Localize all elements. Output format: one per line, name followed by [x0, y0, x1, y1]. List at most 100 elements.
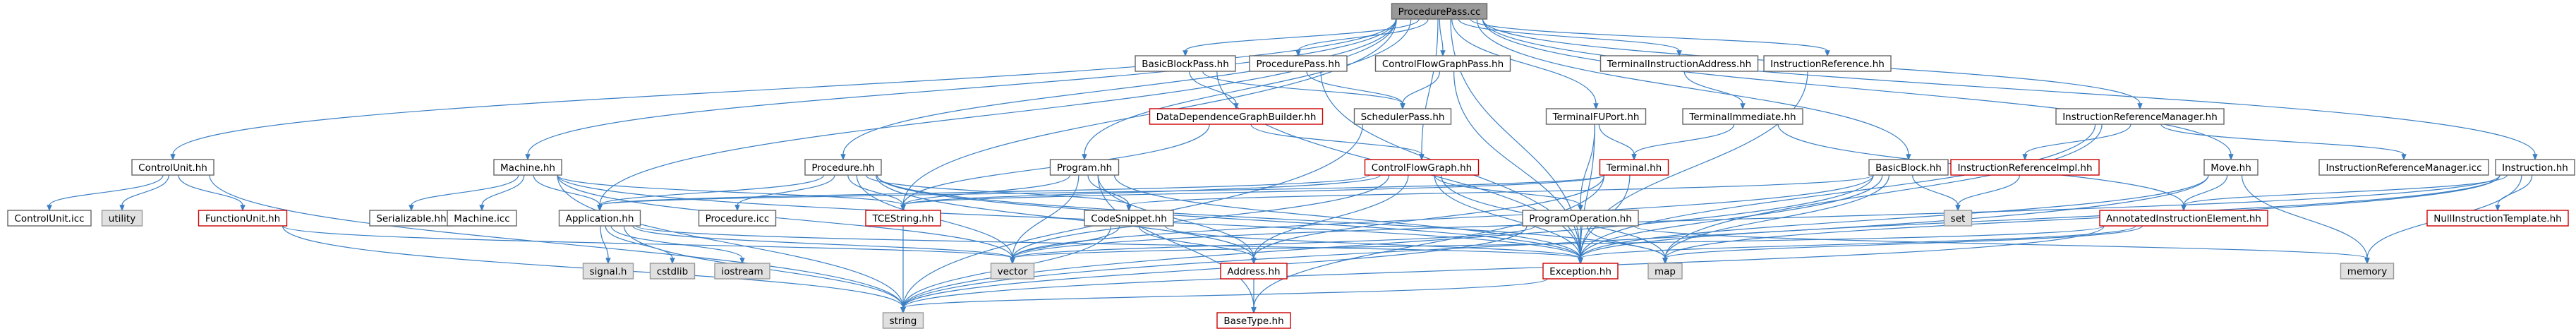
edge-datadependencegraphbuilder-hh-to-controlflowgraph-hh [1250, 124, 1425, 161]
edge-application-hh-to-iostream [610, 225, 745, 265]
node-label: set [1951, 213, 1966, 224]
node-label: BaseType.hh [1223, 316, 1283, 327]
edge-instruction-hh-to-nullinstructiontemplate-hh [2495, 174, 2533, 212]
node-instructionreferencemanager-hh[interactable]: InstructionReferenceManager.hh [2055, 108, 2225, 125]
node-move-hh[interactable]: Move.hh [2203, 159, 2258, 176]
edge-procedurepass-cc-to-move-hh [1482, 18, 2234, 161]
node-program-hh[interactable]: Program.hh [1049, 159, 1120, 176]
node-instruction-hh[interactable]: Instruction.hh [2495, 159, 2575, 176]
edge-terminal-hh-to-application-hh [597, 174, 1605, 212]
edge-programoperation-hh-to-map [1587, 225, 1668, 265]
node-schedulerpass-hh[interactable]: SchedulerPass.hh [1353, 108, 1452, 125]
node-memory[interactable]: memory [2340, 263, 2395, 280]
node-set[interactable]: set [1943, 210, 1973, 227]
edge-procedurepass-cc-to-instruction-hh [1482, 18, 2538, 161]
node-label: ControlFlowGraphPass.hh [1382, 59, 1504, 70]
node-box [649, 263, 696, 280]
node-controlflowgraph-hh[interactable]: ControlFlowGraph.hh [1364, 159, 1480, 176]
edge-codesnippet-hh-to-address-hh [1138, 225, 1257, 265]
node-machine-hh[interactable]: Machine.hh [493, 159, 562, 176]
node-terminalfuport-hh[interactable]: TerminalFUPort.hh [1545, 108, 1647, 125]
edge-terminalinstructionaddress-hh-to-terminalimmediate-hh [1683, 71, 1746, 110]
node-box [1220, 263, 1288, 280]
edge-procedurepass-cc-to-procedure-hh [840, 18, 1397, 161]
edge-procedurepass-cc-to-machine-hh [525, 18, 1397, 161]
node-iostream[interactable]: iostream [714, 263, 770, 280]
node-string[interactable]: string [882, 312, 924, 329]
node-basicblock-hh[interactable]: BasicBlock.hh [1868, 159, 1949, 176]
node-codesnippet-hh[interactable]: CodeSnippet.hh [1084, 210, 1174, 227]
node-label: CodeSnippet.hh [1091, 213, 1167, 224]
edge-address-hh-to-basetype-hh [1251, 278, 1257, 314]
node-nullinstructiontemplate-hh[interactable]: NullInstructionTemplate.hh [2426, 210, 2569, 227]
node-box [447, 210, 517, 227]
edge-procedurepass-cc-to-controlflowgraphpass-hh [1439, 18, 1446, 57]
node-label: InstructionReferenceManager.icc [2326, 162, 2481, 174]
node-map[interactable]: map [1647, 263, 1683, 280]
node-box [131, 159, 214, 176]
node-label: InstructionReferenceImpl.hh [1957, 162, 2092, 174]
node-procedure-icc[interactable]: Procedure.icc [698, 210, 777, 227]
node-controlunit-icc[interactable]: ControlUnit.icc [7, 210, 92, 227]
node-exception-hh[interactable]: Exception.hh [1542, 263, 1619, 280]
edge-basicblock-hh-to-string [900, 174, 1874, 314]
node-functionunit-hh[interactable]: FunctionUnit.hh [198, 210, 288, 227]
edge-procedurepass-cc-to-terminalinstructionaddress-hh [1458, 18, 1682, 57]
node-vector[interactable]: vector [990, 263, 1035, 280]
node-instructionreference-hh[interactable]: InstructionReference.hh [1763, 55, 1892, 72]
node-box [714, 263, 770, 280]
node-box [1135, 55, 1236, 72]
node-terminalinstructionaddress-hh[interactable]: TerminalInstructionAddress.hh [1600, 55, 1759, 72]
node-basetype-hh[interactable]: BaseType.hh [1216, 312, 1291, 329]
edge-application-hh-to-cstdlib [605, 225, 675, 265]
node-box [2203, 159, 2258, 176]
node-cstdlib[interactable]: cstdlib [649, 263, 696, 280]
node-box [1249, 55, 1348, 72]
edge-procedurepass-cc-to-instructionreference-hh [1470, 18, 1830, 57]
node-label: BasicBlock.hh [1875, 162, 1942, 174]
edge-functionunit-hh-to-vector [282, 225, 1015, 265]
node-label: SchedulerPass.hh [1361, 112, 1445, 123]
edge-procedurepass-cc-to-terminalfuport-hh [1451, 18, 1599, 110]
node-procedure-hh[interactable]: Procedure.hh [804, 159, 882, 176]
node-datadependencegraphbuilder-hh[interactable]: DataDependenceGraphBuilder.hh [1149, 108, 1324, 125]
node-signal-h[interactable]: signal.h [582, 263, 634, 280]
edge-procedurepass-cc-to-basicblockpass-hh [1183, 18, 1420, 57]
node-instructionreferenceimpl-hh[interactable]: InstructionReferenceImpl.hh [1950, 159, 2100, 176]
node-box [2318, 159, 2489, 176]
node-basicblockpass-hh[interactable]: BasicBlockPass.hh [1135, 55, 1236, 72]
node-procedurepass-cc: ProcedurePass.cc [1391, 3, 1488, 20]
node-address-hh[interactable]: Address.hh [1220, 263, 1288, 280]
node-instructionreferencemanager-icc[interactable]: InstructionReferenceManager.icc [2318, 159, 2489, 176]
node-box [582, 263, 634, 280]
node-controlunit-hh[interactable]: ControlUnit.hh [131, 159, 214, 176]
node-terminal-hh[interactable]: Terminal.hh [1599, 159, 1669, 176]
node-label: AnnotatedInstructionElement.hh [2106, 213, 2261, 224]
node-programoperation-hh[interactable]: ProgramOperation.hh [1522, 210, 1639, 227]
node-serializable-hh[interactable]: Serializable.hh [369, 210, 454, 227]
node-box [1049, 159, 1120, 176]
node-tcestring-hh[interactable]: TCEString.hh [865, 210, 941, 227]
node-machine-icc[interactable]: Machine.icc [447, 210, 517, 227]
node-box [1522, 210, 1639, 227]
node-application-hh[interactable]: Application.hh [558, 210, 641, 227]
node-procedurepass-hh[interactable]: ProcedurePass.hh [1249, 55, 1348, 72]
node-label: Serializable.hh [376, 213, 446, 224]
node-annotatedinstructionelement-hh[interactable]: AnnotatedInstructionElement.hh [2099, 210, 2268, 227]
node-label: ControlFlowGraph.hh [1372, 162, 1472, 174]
edge-terminalimmediate-hh-to-terminal-hh [1631, 124, 1735, 161]
node-label: Machine.hh [500, 162, 555, 174]
edge-controlflowgraphpass-hh-to-schedulerpass-hh [1400, 71, 1441, 110]
node-box [2495, 159, 2575, 176]
node-box [1545, 108, 1647, 125]
node-box [1600, 55, 1759, 72]
node-label: TerminalImmediate.hh [1688, 112, 1796, 123]
node-label: Address.hh [1227, 266, 1280, 277]
node-box [198, 210, 288, 227]
node-terminalimmediate-hh[interactable]: TerminalImmediate.hh [1682, 108, 1803, 125]
node-utility[interactable]: utility [101, 210, 143, 227]
node-box [2340, 263, 2395, 280]
edge-instructionreferencemanager-hh-to-instructionreferenceimpl-hh [2022, 124, 2131, 161]
node-controlflowgraphpass-hh[interactable]: ControlFlowGraphPass.hh [1374, 55, 1511, 72]
